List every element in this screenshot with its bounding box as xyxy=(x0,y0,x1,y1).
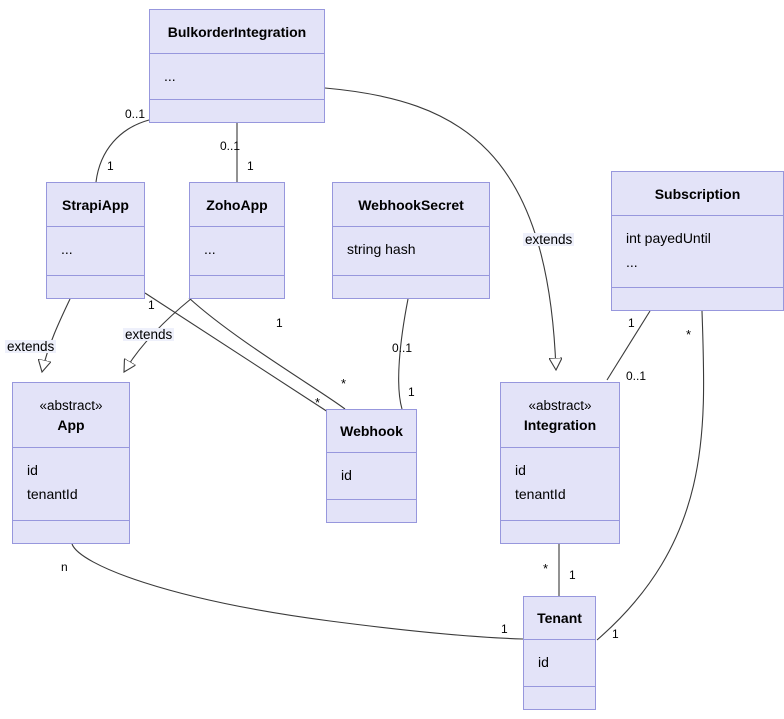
edge-stereotype-label: extends xyxy=(523,232,575,247)
class-operations xyxy=(150,100,324,122)
edge-multiplicity-label: * xyxy=(686,327,692,342)
class-header: BulkorderIntegration xyxy=(150,10,324,54)
class-title: BulkorderIntegration xyxy=(167,23,307,40)
class-attributes: ... xyxy=(190,227,284,276)
edge-multiplicity-label: 0..1 xyxy=(392,341,413,355)
class-box-integration[interactable]: «abstract» Integration id tenantId xyxy=(500,382,620,544)
edge-zoho-webhook xyxy=(188,297,346,410)
edge-multiplicity-label: 1 xyxy=(107,159,114,173)
class-attribute: id xyxy=(27,462,38,478)
class-attribute: id xyxy=(515,462,526,478)
class-stereotype: «abstract» xyxy=(528,397,592,413)
class-box-webhook[interactable]: Webhook id xyxy=(326,409,417,523)
class-title: ZohoApp xyxy=(206,196,268,213)
edge-multiplicity-label: 0..1 xyxy=(220,139,241,153)
class-attribute: id xyxy=(341,467,352,483)
class-attribute: int payedUntil xyxy=(626,230,711,246)
class-attributes: id tenantId xyxy=(13,448,129,521)
class-operations xyxy=(524,687,595,709)
class-attributes: id xyxy=(524,640,595,687)
class-attributes: id xyxy=(327,453,416,500)
class-header: Webhook xyxy=(327,410,416,453)
edge-multiplicity-label: 1 xyxy=(148,298,155,312)
edge-strapi-webhook xyxy=(144,292,329,413)
class-box-app[interactable]: «abstract» App id tenantId xyxy=(12,382,130,544)
class-box-bulkorder-integration[interactable]: BulkorderIntegration ... xyxy=(149,9,325,123)
class-header: StrapiApp xyxy=(47,183,144,227)
class-stereotype: «abstract» xyxy=(39,397,103,413)
class-header: Subscription xyxy=(612,172,783,216)
edge-multiplicity-label: * xyxy=(543,561,549,576)
class-box-webhook-secret[interactable]: WebhookSecret string hash xyxy=(332,182,490,299)
class-header: WebhookSecret xyxy=(333,183,489,227)
edge-app-tenant xyxy=(71,543,524,640)
class-attributes: ... xyxy=(47,227,144,276)
edge-bulkorder-strapi xyxy=(95,119,150,183)
class-attribute: id xyxy=(538,654,549,670)
class-title: StrapiApp xyxy=(62,196,129,213)
class-operations xyxy=(327,500,416,522)
class-title: Tenant xyxy=(537,610,582,626)
class-title: Integration xyxy=(523,416,597,433)
class-title: App xyxy=(57,416,85,433)
edge-multiplicity-label: * xyxy=(341,376,347,391)
class-operations xyxy=(190,276,284,298)
class-header: Tenant xyxy=(524,597,595,640)
class-attribute: string hash xyxy=(347,241,416,257)
class-box-tenant[interactable]: Tenant id xyxy=(523,596,596,710)
edge-multiplicity-label: 0..1 xyxy=(125,107,146,121)
class-attribute: ... xyxy=(61,241,73,257)
edge-multiplicity-label: 0..1 xyxy=(626,369,647,383)
class-title: Subscription xyxy=(654,185,741,202)
edge-stereotype-label: extends xyxy=(5,339,57,354)
class-box-strapi-app[interactable]: StrapiApp ... xyxy=(46,182,145,299)
class-header: «abstract» App xyxy=(13,383,129,448)
edge-multiplicity-label: 1 xyxy=(612,627,619,641)
edge-multiplicity-label: n xyxy=(61,560,68,574)
class-attribute: ... xyxy=(204,241,216,257)
class-operations xyxy=(47,276,144,298)
edge-multiplicity-label: 1 xyxy=(628,316,635,330)
class-attribute: ... xyxy=(164,68,176,84)
edge-multiplicity-label: 1 xyxy=(247,159,254,173)
class-attributes: id tenantId xyxy=(501,448,619,521)
class-box-subscription[interactable]: Subscription int payedUntil ... xyxy=(611,171,784,311)
class-attribute: ... xyxy=(626,254,638,270)
edge-multiplicity-label: 1 xyxy=(501,622,508,636)
class-operations xyxy=(501,521,619,543)
class-box-zoho-app[interactable]: ZohoApp ... xyxy=(189,182,285,299)
class-header: «abstract» Integration xyxy=(501,383,619,448)
class-title: WebhookSecret xyxy=(358,196,464,213)
edge-multiplicity-label: 1 xyxy=(569,568,576,582)
edge-multiplicity-label: 1 xyxy=(408,385,415,399)
class-attributes: string hash xyxy=(333,227,489,276)
edge-multiplicity-label: * xyxy=(315,395,321,410)
class-attribute: tenantId xyxy=(27,486,78,502)
edge-multiplicity-label: 1 xyxy=(276,316,283,330)
class-operations xyxy=(612,288,783,310)
class-attribute: tenantId xyxy=(515,486,566,502)
class-header: ZohoApp xyxy=(190,183,284,227)
edge-stereotype-label: extends xyxy=(123,327,175,342)
class-title: Webhook xyxy=(340,423,403,439)
class-attributes: ... xyxy=(150,54,324,100)
class-attributes: int payedUntil ... xyxy=(612,216,783,288)
class-operations xyxy=(13,521,129,543)
edge-strapi-app-extends xyxy=(42,298,71,372)
class-operations xyxy=(333,276,489,298)
